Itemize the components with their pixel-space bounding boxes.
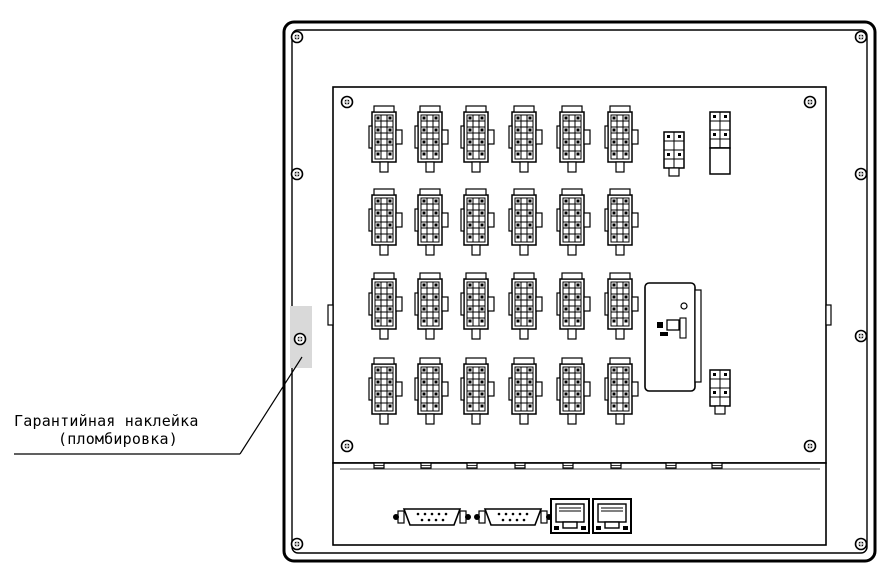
screw-icon bbox=[854, 167, 868, 181]
stud bbox=[610, 462, 622, 469]
plate-left-tab bbox=[327, 304, 334, 326]
callout-leader-line bbox=[239, 356, 303, 455]
plate-right-tab bbox=[825, 304, 832, 326]
screw-icon bbox=[854, 30, 868, 44]
rj45-port bbox=[550, 498, 590, 534]
plate-screw-icon bbox=[340, 439, 354, 453]
screw-icon bbox=[290, 167, 304, 181]
plate-screw-icon bbox=[340, 95, 354, 109]
stud bbox=[665, 462, 677, 469]
module-unit bbox=[644, 282, 702, 392]
screw-icon bbox=[290, 30, 304, 44]
stud bbox=[711, 462, 723, 469]
small-connector-body bbox=[709, 147, 731, 175]
screw-icon bbox=[854, 329, 868, 343]
callout-label-line1: Гарантийная наклейка bbox=[14, 412, 199, 430]
stud bbox=[562, 462, 574, 469]
callout-label-line2: (пломбировка) bbox=[58, 430, 178, 448]
inner-frame bbox=[291, 29, 868, 554]
screw-icon bbox=[290, 537, 304, 551]
plate-screw-icon bbox=[803, 95, 817, 109]
seal-screw-icon bbox=[293, 332, 307, 346]
plate-screw-icon bbox=[803, 439, 817, 453]
stud bbox=[466, 462, 478, 469]
stud bbox=[514, 462, 526, 469]
stud bbox=[373, 462, 385, 469]
rj45-port bbox=[592, 498, 632, 534]
stud bbox=[420, 462, 432, 469]
screw-icon bbox=[854, 537, 868, 551]
